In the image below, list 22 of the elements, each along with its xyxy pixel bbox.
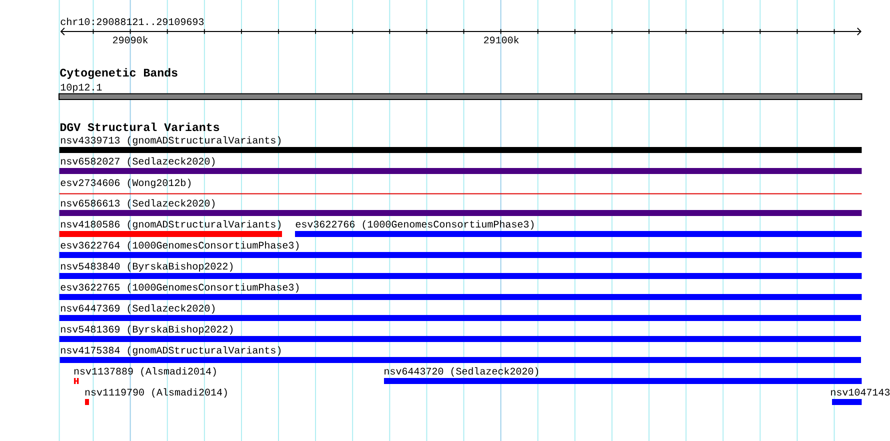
tick-label: 29100k: [484, 36, 519, 44]
feature-label: nsv6443720 (Sedlazeck2020): [384, 367, 538, 377]
feature-label: nsv6582027 (Sedlazeck2020): [61, 157, 215, 167]
feature-label: nsv5481369 (ByrskaBishop2022): [61, 325, 233, 335]
track-title: Cytogenetic Bands: [60, 68, 178, 79]
feature-label: nsv1137889 (Alsmadi2014): [74, 367, 216, 377]
feature-label: nsv4339713 (gnomADStructuralVariants): [61, 136, 281, 146]
feature-label: nsv1047143: [831, 388, 890, 396]
feature-label: nsv4180586 (gnomADStructuralVariants): [61, 220, 281, 230]
tick-label: 29090k: [113, 36, 148, 44]
feature-label: esv3622764 (1000GenomesConsortiumPhase3): [60, 241, 299, 251]
feature-label: nsv1119790 (Alsmadi2014): [85, 388, 227, 398]
band-label: 10p12.1: [60, 84, 102, 93]
feature-label: esv3622765 (1000GenomesConsortiumPhase3): [60, 283, 299, 293]
region-label: chr10:29088121..29109693: [60, 18, 204, 26]
feature-label: nsv5483840 (ByrskaBishop2022): [61, 262, 233, 272]
feature-label: esv2734606 (Wong2012b): [60, 178, 191, 188]
feature-label: esv3622766 (1000GenomesConsortiumPhase3): [296, 220, 534, 230]
feature-label: nsv4175384 (gnomADStructuralVariants): [61, 346, 281, 356]
feature-label: nsv6447369 (Sedlazeck2020): [61, 304, 215, 314]
track-title: DGV Structural Variants: [60, 122, 220, 132]
feature-label: nsv6586613 (Sedlazeck2020): [61, 199, 215, 209]
